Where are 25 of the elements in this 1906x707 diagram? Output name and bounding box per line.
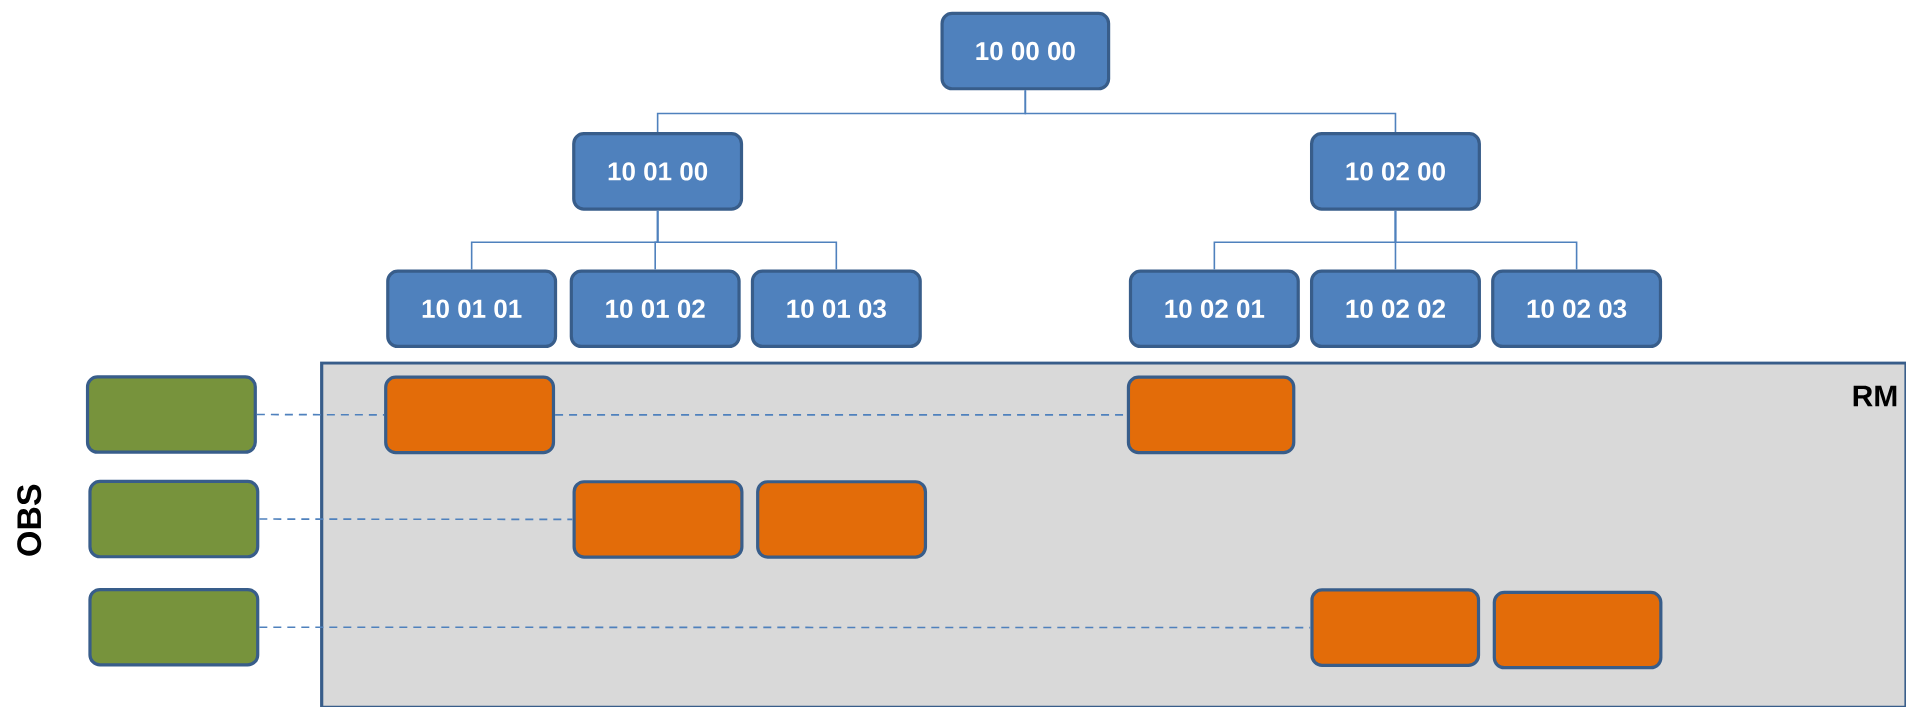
axis-label: OBS xyxy=(17,484,42,556)
rm-box xyxy=(384,375,556,454)
connector-line xyxy=(656,209,838,271)
rm-box xyxy=(1492,590,1663,670)
connector-line xyxy=(1024,89,1397,133)
connector-line xyxy=(258,518,574,520)
obs-box xyxy=(85,375,257,454)
code-box: 10 01 01 xyxy=(386,269,558,348)
code-box: 10 02 02 xyxy=(1310,269,1481,348)
rm-box xyxy=(572,479,744,559)
obs-box xyxy=(88,479,260,559)
rm-box xyxy=(1310,588,1481,667)
code-box: 10 01 03 xyxy=(750,269,922,348)
connector-line xyxy=(1394,209,1578,271)
rm-box xyxy=(756,479,928,559)
code-box: 10 00 00 xyxy=(940,11,1111,91)
code-box: 10 02 01 xyxy=(1128,269,1300,348)
connector-line xyxy=(256,413,385,416)
obs-box xyxy=(88,587,260,667)
code-box: 10 02 03 xyxy=(1491,269,1663,348)
connector-line xyxy=(258,626,1312,629)
code-box: 10 01 02 xyxy=(569,269,741,348)
code-box: 10 01 00 xyxy=(572,131,744,211)
code-box: 10 02 00 xyxy=(1310,131,1481,211)
rm-box xyxy=(1126,375,1296,454)
